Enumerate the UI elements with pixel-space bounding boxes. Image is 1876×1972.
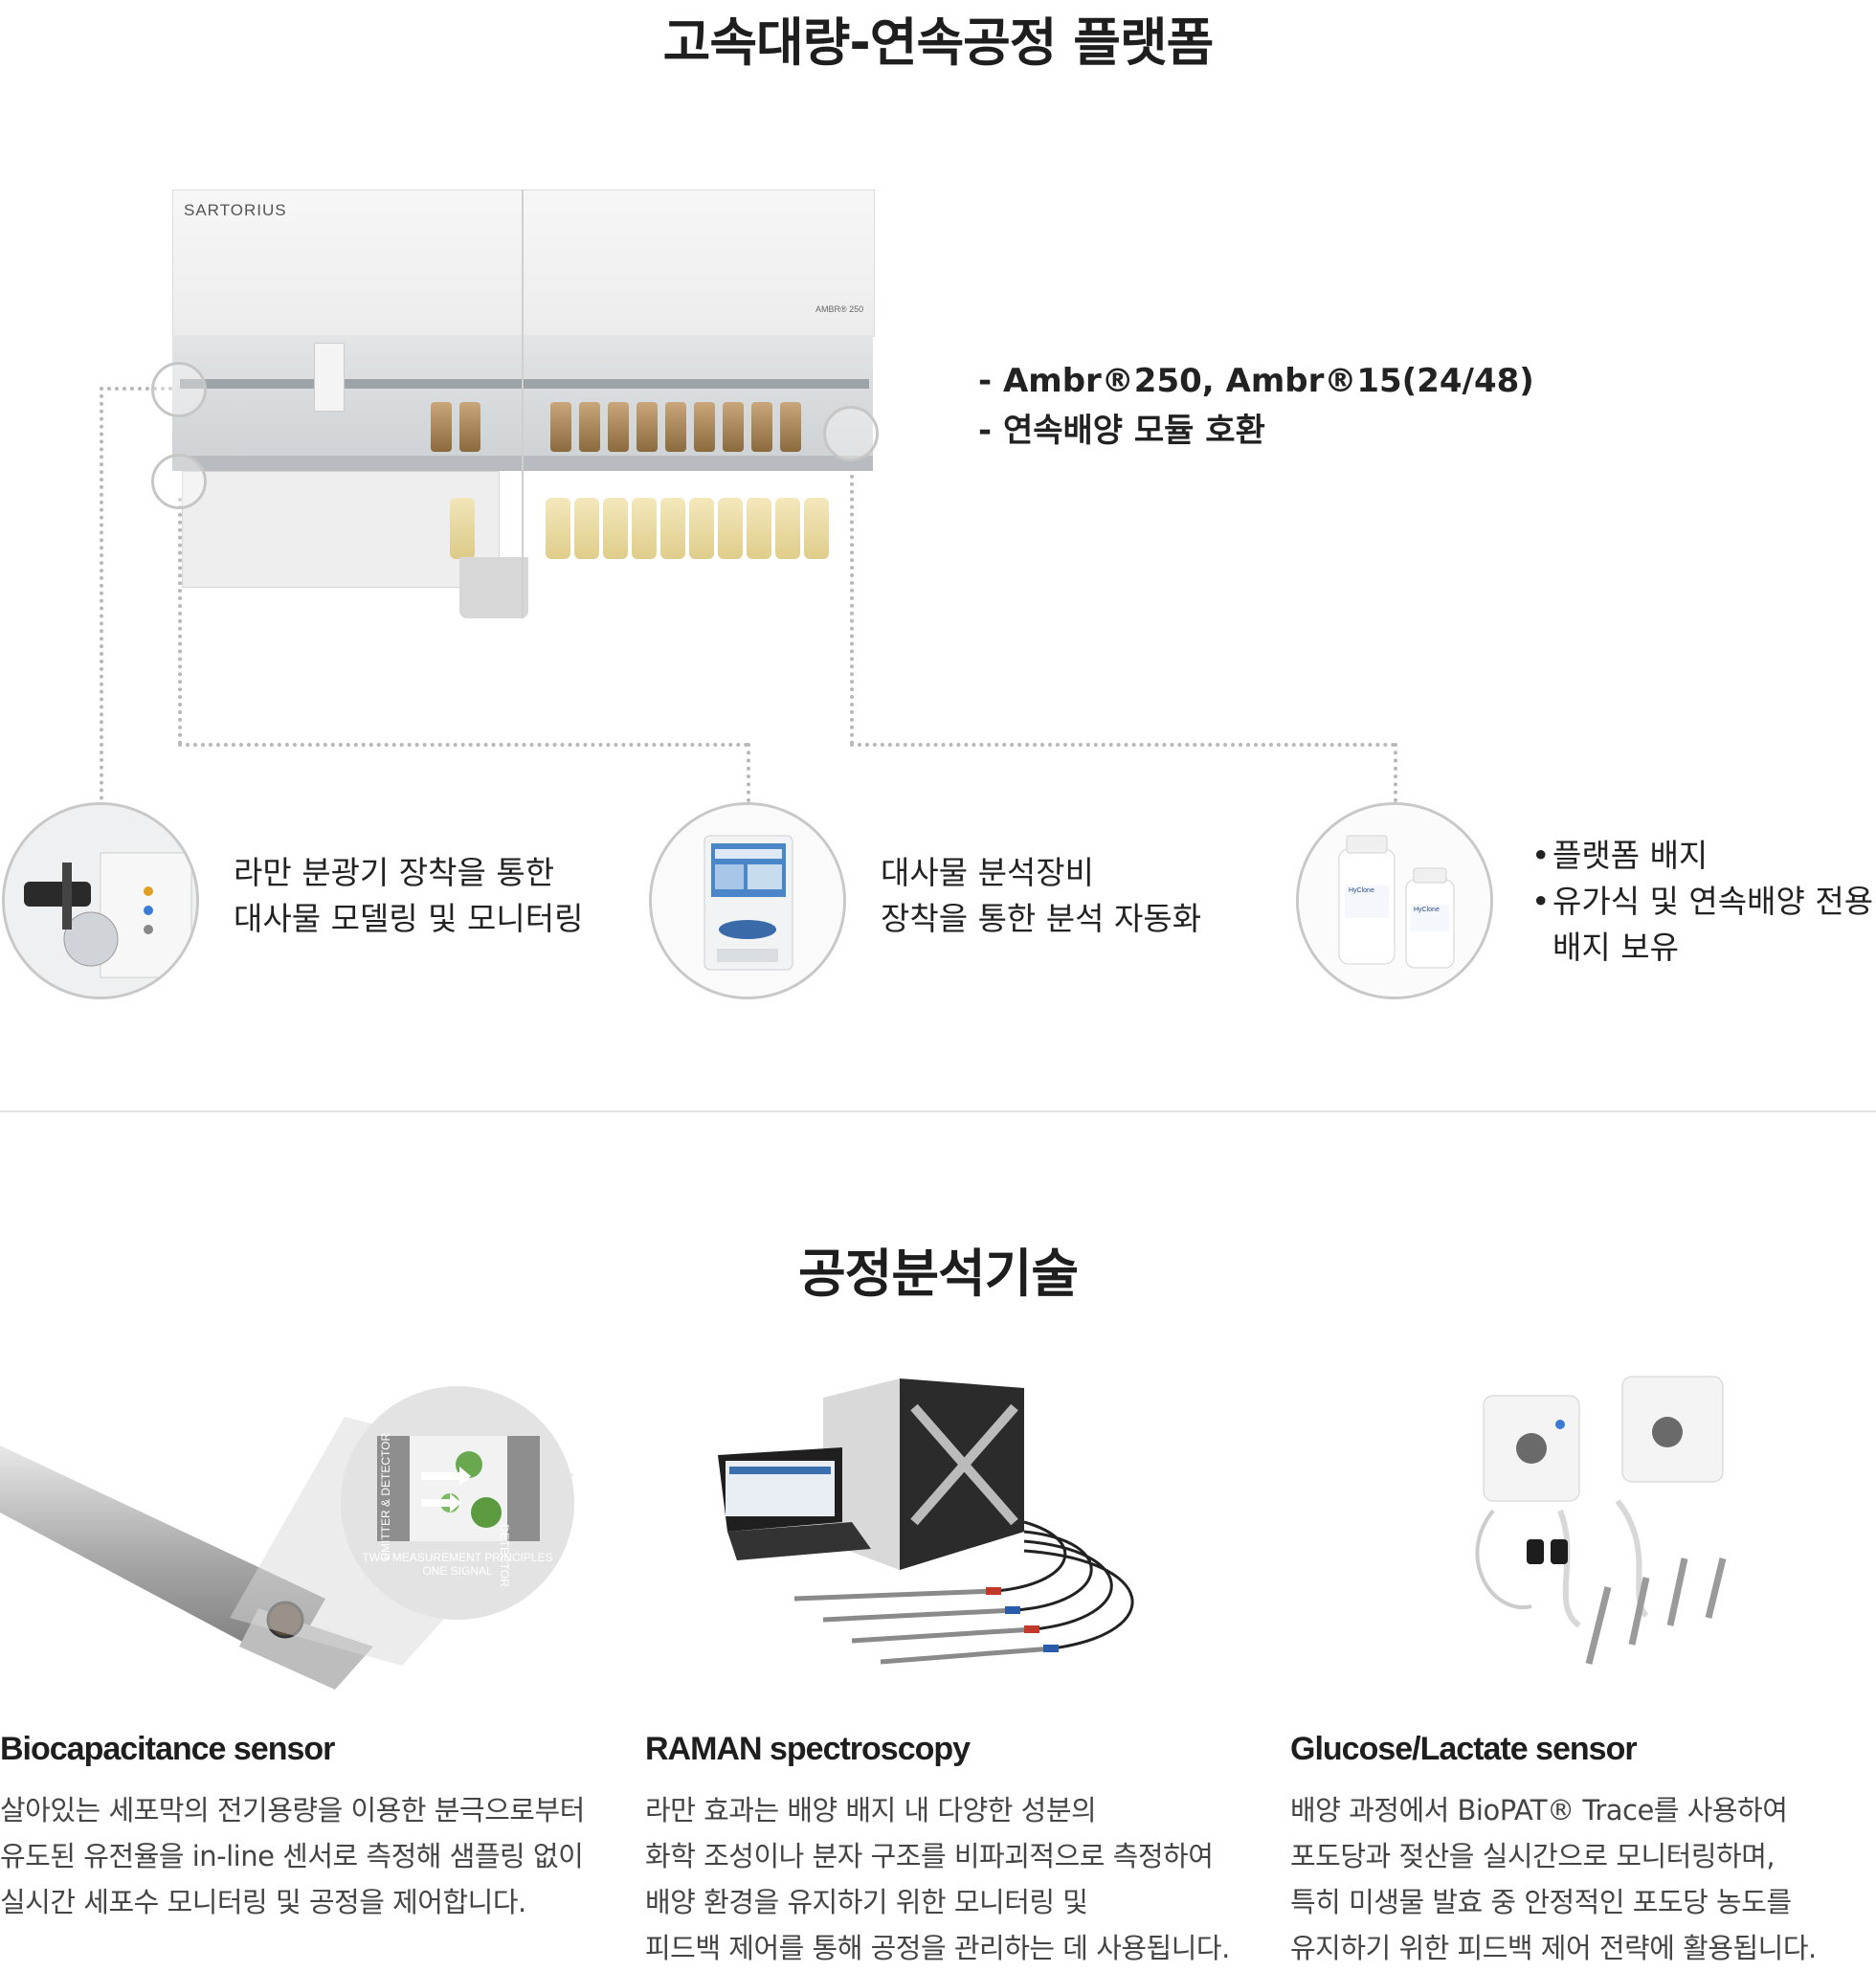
raman-card: RAMAN spectroscopy 라만 효과는 배양 배지 내 다양한 성분… xyxy=(645,1731,1258,1971)
vessel xyxy=(579,402,600,452)
bullet-item: 플랫폼 배지 xyxy=(1531,833,1873,879)
media-bag xyxy=(689,498,714,559)
vessel xyxy=(431,402,452,452)
bullet-item: 유가식 및 연속배양 전용 xyxy=(1531,879,1873,925)
media-bag xyxy=(603,498,628,559)
machine-base xyxy=(459,557,528,618)
connector-line xyxy=(100,387,103,800)
machine-cabinet xyxy=(182,471,500,588)
media-bag xyxy=(632,498,657,559)
feature-bullets: 플랫폼 배지 유가식 및 연속배양 전용 배지 보유 xyxy=(1531,833,1873,971)
feature-caption: 대사물 분석장비 장착을 통한 분석 자동화 xyxy=(881,854,1202,937)
card-title: Glucose/Lactate sensor xyxy=(1290,1731,1638,1767)
vessel xyxy=(665,402,686,452)
vessel xyxy=(723,402,744,452)
ambr-bioreactor-image: SARTORIUS AMBR® 250 xyxy=(172,190,875,618)
media-bag xyxy=(660,498,685,559)
media-bag xyxy=(574,498,599,559)
highlight-ring xyxy=(151,454,207,509)
connector-line xyxy=(100,387,172,391)
raman-spectroscopy-image xyxy=(708,1378,1187,1685)
vessel xyxy=(636,402,658,452)
diagram-label: EMITTER & DETECTOR xyxy=(379,1432,392,1560)
vessel xyxy=(751,402,772,452)
platform-specs: - Ambr®250, Ambr®15(24/48) - 연속배양 모듈 호환 xyxy=(978,356,1534,456)
card-description: 살아있는 세포막의 전기용량을 이용한 분극으로부터 유도된 유전율을 in-l… xyxy=(0,1794,585,1918)
card-description: 배양 과정에서 BioPAT® Trace를 사용하여 포도당과 젖산을 실시간… xyxy=(1290,1794,1817,1964)
spec-line: - 연속배양 모듈 호환 xyxy=(978,412,1265,450)
media-bag xyxy=(546,498,570,559)
media-bag xyxy=(450,498,475,559)
bottle-label: HyClone xyxy=(1349,887,1374,894)
card-description: 라만 효과는 배양 배지 내 다양한 성분의 화학 조성이나 분자 구조를 비파… xyxy=(645,1794,1230,1964)
diagram-label: TWO MEASUREMENT PRINCIPLES xyxy=(362,1551,553,1564)
biocapacitance-sensor-image: EMITTER & DETECTOR DETECTOR TWO MEASUREM… xyxy=(0,1359,584,1704)
media-bag xyxy=(718,498,743,559)
feature-caption: 라만 분광기 장착을 통한 대사물 모델링 및 모니터링 xyxy=(234,854,584,937)
connector-line xyxy=(850,743,1396,747)
card-title: RAMAN spectroscopy xyxy=(645,1731,971,1767)
metabolite-analyzer-icon xyxy=(649,802,846,999)
vessel xyxy=(694,402,715,452)
vessel xyxy=(780,402,801,452)
media-bag xyxy=(747,498,771,559)
model-label: AMBR® 250 xyxy=(815,304,864,314)
diagram-label: ONE SIGNAL xyxy=(422,1564,493,1578)
connector-line xyxy=(178,743,748,747)
glucose-lactate-card: Glucose/Lactate sensor 배양 과정에서 BioPAT® T… xyxy=(1290,1731,1874,1971)
highlight-ring xyxy=(823,406,879,461)
media-bag xyxy=(804,498,829,559)
brand-logo: SARTORIUS xyxy=(184,201,287,219)
connector-line xyxy=(1394,743,1397,802)
media-bag xyxy=(775,498,800,559)
machine-hood xyxy=(172,190,875,337)
vessel xyxy=(550,402,571,452)
bottle-label: HyClone xyxy=(1414,907,1440,913)
machine-rail xyxy=(180,379,869,389)
highlight-ring xyxy=(151,362,207,417)
analysis-title: 공정분석기술 xyxy=(797,1244,1079,1304)
media-bottles-icon: HyClone HyClone xyxy=(1296,802,1493,999)
hood-divider xyxy=(522,190,524,618)
vessel xyxy=(459,402,480,452)
glucose-lactate-sensor-image xyxy=(1417,1367,1742,1683)
platform-title: 고속대량-연속공정 플랫폼 xyxy=(662,12,1215,73)
bullet-item-continued: 배지 보유 xyxy=(1552,929,1679,966)
robot-arm xyxy=(314,343,345,412)
spec-line: - Ambr®250, Ambr®15(24/48) xyxy=(978,362,1534,400)
connector-line xyxy=(850,459,854,745)
section-divider xyxy=(0,1110,1876,1112)
biocapacitance-card: Biocapacitance sensor 살아있는 세포막의 전기용량을 이용… xyxy=(0,1731,613,1925)
connector-line xyxy=(747,743,750,802)
connector-line xyxy=(178,498,182,745)
raman-spectrometer-icon xyxy=(2,802,199,999)
card-title: Biocapacitance sensor xyxy=(0,1731,335,1767)
vessel xyxy=(608,402,629,452)
